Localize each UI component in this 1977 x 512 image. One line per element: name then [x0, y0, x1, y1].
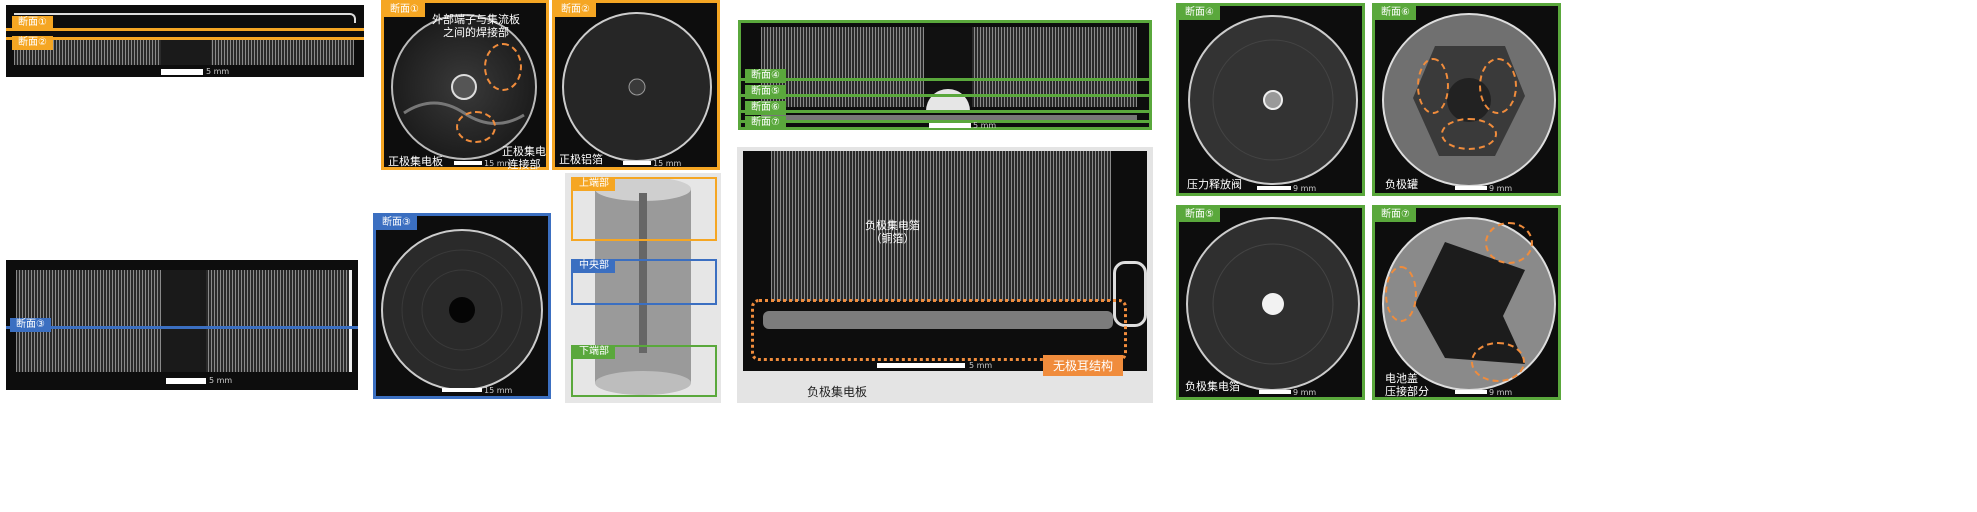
bottom-plate [761, 115, 1137, 120]
scale-bar [166, 378, 206, 384]
section-6-image [1382, 13, 1556, 187]
cross-section-6: 断面⑥ 负极罐 9 mm [1372, 3, 1561, 196]
positive-plate-annotation: 正极集电板 [388, 155, 443, 168]
middle-region-box [571, 259, 717, 305]
scale-label: 9 mm [1293, 388, 1317, 397]
highlight-ellipse [1417, 58, 1449, 114]
section-tag-4: 断面④ [745, 69, 786, 83]
scale-bar [1455, 186, 1487, 190]
section-line-1 [6, 28, 364, 31]
core-gap [161, 270, 206, 372]
cross-section-2: 断面② 正极铝箔 15 mm [552, 0, 720, 170]
section-line-2 [6, 37, 364, 40]
scale-label: 9 mm [1293, 184, 1317, 193]
scale-label: 15 mm [484, 386, 513, 395]
cross-section-3: 断面③ 15 mm [373, 213, 551, 399]
bottom-region-tag: 下端部 [573, 345, 615, 359]
scale-label: 5 mm [209, 376, 233, 385]
highlight-ellipse [456, 111, 496, 143]
tabless-highlight [751, 299, 1127, 361]
cap-crimp-annotation: 电池盖 压接部分 [1385, 372, 1429, 398]
section-line-5 [741, 94, 1149, 97]
section-5-image [1186, 217, 1360, 391]
cross-section-7: 断面⑦ 电池盖 压接部分 9 mm [1372, 205, 1561, 400]
section-tag-7: 断面⑦ [745, 116, 786, 130]
section-tag-1: 断面① [12, 16, 53, 30]
positive-connect-annotation: 正极集电 连接部 [502, 145, 546, 171]
section-line-3 [6, 326, 358, 329]
highlight-ellipse [1479, 58, 1517, 114]
section-tag: 断面⑦ [1375, 208, 1416, 222]
highlight-ellipse [1471, 342, 1525, 382]
highlight-ellipse [1441, 118, 1497, 150]
highlight-ellipse [1485, 222, 1533, 264]
top-region-box [571, 177, 717, 241]
bottom-region-box [571, 345, 717, 397]
negative-plate-annotation: 负极集电板 [807, 385, 868, 399]
electrode-stripes [771, 151, 1111, 301]
scale-bar [1257, 186, 1291, 190]
collector-plate [763, 311, 1113, 329]
cross-section-4: 断面④ 压力释放阀 9 mm [1176, 3, 1365, 196]
scale-bar [161, 69, 203, 75]
top-region-tag: 上端部 [573, 177, 615, 191]
can-wall [1113, 261, 1147, 327]
scale-label: 9 mm [1489, 184, 1513, 193]
scale-label: 15 mm [484, 159, 513, 168]
section-2-image [562, 12, 712, 162]
section-line-6 [741, 110, 1149, 113]
negative-foil-annotation: 负极集电箔 （铜箔） [865, 219, 920, 245]
section-tag: 断面⑤ [1179, 208, 1220, 222]
top-left-longitudinal-section: 断面① 断面② 5 mm [6, 5, 364, 77]
core-gap [161, 37, 211, 65]
scale-bar [623, 161, 651, 165]
negative-can-annotation: 负极罐 [1385, 178, 1418, 191]
scale-label: 5 mm [206, 67, 230, 76]
scale-label: 5 mm [969, 361, 993, 370]
scale-bar [442, 388, 482, 392]
zoom-image [743, 151, 1147, 371]
scale-bar [877, 363, 965, 368]
highlight-ellipse [484, 43, 522, 91]
section-line-4 [741, 78, 1149, 81]
scale-bar [1259, 390, 1291, 394]
section-tag-3: 断面③ [10, 318, 51, 332]
bottom-left-longitudinal-section: 断面③ 5 mm [6, 260, 358, 390]
section-line-7 [741, 120, 1149, 123]
cell-outline [14, 13, 356, 23]
tabless-structure-badge: 无极耳结构 [1043, 355, 1124, 376]
center-top-longitudinal-section: 断面④ 断面⑤ 断面⑥ 断面⑦ 5 mm [738, 20, 1152, 130]
section-tag: 断面① [384, 3, 425, 17]
cell-3d-view: 上端部 中央部 下端部 [565, 173, 721, 403]
scale-label: 9 mm [1489, 388, 1513, 397]
aluminum-foil-annotation: 正极铝箔 [559, 153, 603, 166]
section-4-image [1188, 15, 1358, 185]
cell-wall [349, 270, 352, 372]
scale-label: 5 mm [973, 121, 997, 130]
scale-bar [929, 123, 971, 128]
highlight-ellipse [1385, 266, 1417, 322]
center-bottom-zoom: 负极集电箔 （铜箔） 5 mm 无极耳结构 负极集电板 [737, 147, 1153, 403]
cross-section-5: 断面⑤ 负极集电箔 9 mm [1176, 205, 1365, 400]
section-tag: 断面④ [1179, 6, 1220, 20]
cylinder-image [595, 177, 691, 395]
section-tag-6: 断面⑥ [745, 101, 786, 115]
section-tag: 断面② [555, 3, 596, 17]
middle-region-tag: 中央部 [573, 259, 615, 273]
weld-annotation: 外部端子与集流板 之间的焊接部 [432, 13, 520, 39]
section-3-image [381, 229, 543, 391]
section-tag: 断面③ [376, 216, 417, 230]
section-tag-2: 断面② [12, 36, 53, 50]
section-tag: 断面⑥ [1375, 6, 1416, 20]
pressure-valve-annotation: 压力释放阀 [1187, 178, 1242, 191]
cross-section-1: 断面① 外部端子与集流板 之间的焊接部 正极集电板 正极集电 连接部 15 mm [381, 0, 549, 171]
negative-foil-annotation: 负极集电箔 [1185, 380, 1240, 393]
section-tag-5: 断面⑤ [745, 85, 786, 99]
scale-label: 15 mm [653, 159, 682, 168]
scale-bar [454, 161, 482, 165]
scale-bar [1455, 390, 1487, 394]
